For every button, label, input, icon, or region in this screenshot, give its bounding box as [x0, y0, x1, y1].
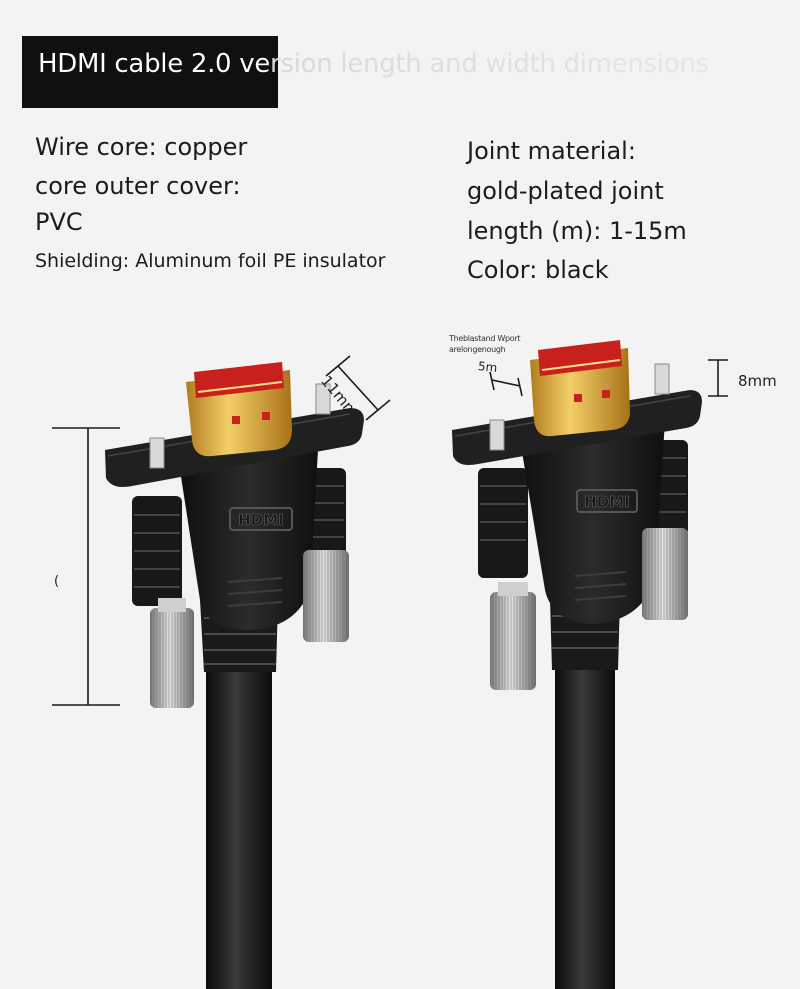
- left-connector-body: [180, 450, 318, 630]
- spec-shielding: Shielding: Aluminum foil PE insulator: [35, 250, 386, 272]
- dim-left-mark: (: [54, 574, 60, 589]
- width-right-line: [491, 379, 521, 387]
- note-line-1: Theblastand Wport: [449, 334, 521, 343]
- right-thumbscrew-upper: [642, 528, 688, 620]
- spec-joint-label: Joint material:: [467, 137, 636, 165]
- right-stud-1: [489, 419, 505, 451]
- left-thumbscrew-lower: [150, 598, 194, 708]
- spec-length: length (m): 1-15m: [467, 217, 687, 245]
- spec-outer-cover-value: PVC: [35, 208, 83, 236]
- right-cable: [555, 640, 615, 989]
- right-connector-body: [520, 420, 665, 624]
- right-hdmi-connector: HDMI: [452, 340, 702, 989]
- note-line-2: arelongenough: [449, 345, 506, 354]
- spec-color: Color: black: [467, 256, 609, 284]
- title-banner: [22, 36, 278, 108]
- right-hdmi-logo: HDMI: [576, 489, 638, 513]
- dim-height-right: 8mm: [738, 372, 777, 390]
- left-cable: [206, 640, 272, 989]
- spec-joint-value: gold-plated joint: [467, 177, 664, 205]
- width-left-line: [337, 365, 379, 411]
- left-hdmi-connector: HDMI: [105, 362, 364, 989]
- svg-text:HDMI: HDMI: [584, 493, 630, 511]
- dim-width-right: 5m: [477, 359, 499, 375]
- spec-wire-core: Wire core: copper: [35, 133, 248, 161]
- left-thumbscrew-upper: [303, 550, 349, 642]
- left-stud-2: [315, 383, 331, 415]
- page-title: HDMI cable 2.0 version length and width …: [38, 46, 709, 82]
- cable-note: Theblastand Wport arelongenough: [449, 333, 529, 355]
- spec-outer-cover-label: core outer cover:: [35, 172, 241, 200]
- dimension-lines: [52, 355, 728, 706]
- svg-text:HDMI: HDMI: [238, 511, 284, 529]
- left-hdmi-logo: HDMI: [229, 507, 293, 531]
- left-stud-1: [149, 437, 165, 469]
- right-stud-2: [654, 363, 670, 395]
- right-thumbscrew-lower: [490, 582, 536, 690]
